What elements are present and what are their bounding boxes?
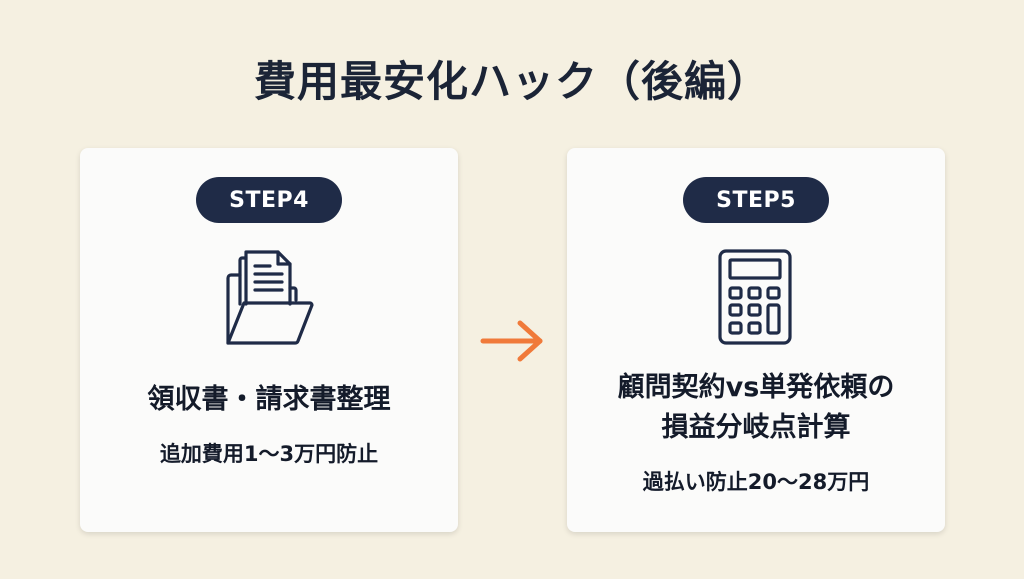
step-heading: 顧問契約vs単発依頼の 損益分岐点計算 — [567, 368, 945, 448]
step-badge: STEP4 — [196, 177, 342, 223]
step-card-4: STEP4 領収書・請求書整理 追加費用1〜3万円防止 — [80, 148, 458, 532]
step-heading-line-2: 損益分岐点計算 — [661, 412, 851, 443]
step-card-5: STEP5 顧問契約vs単発依頼の 損益分岐点計算 過払い防止20〜28万円 — [567, 148, 945, 532]
arrow-right-icon — [478, 318, 548, 368]
page-title: 費用最安化ハック（後編） — [253, 57, 770, 106]
folder-documents-icon — [214, 248, 324, 352]
step-heading-line-1: 顧問契約vs単発依頼の — [617, 372, 895, 403]
step-subtext: 過払い防止20〜28万円 — [642, 470, 870, 494]
step-heading: 領収書・請求書整理 — [147, 384, 391, 415]
step-badge: STEP5 — [683, 177, 829, 223]
calculator-icon — [716, 248, 796, 352]
step-subtext: 追加費用1〜3万円防止 — [159, 442, 379, 466]
